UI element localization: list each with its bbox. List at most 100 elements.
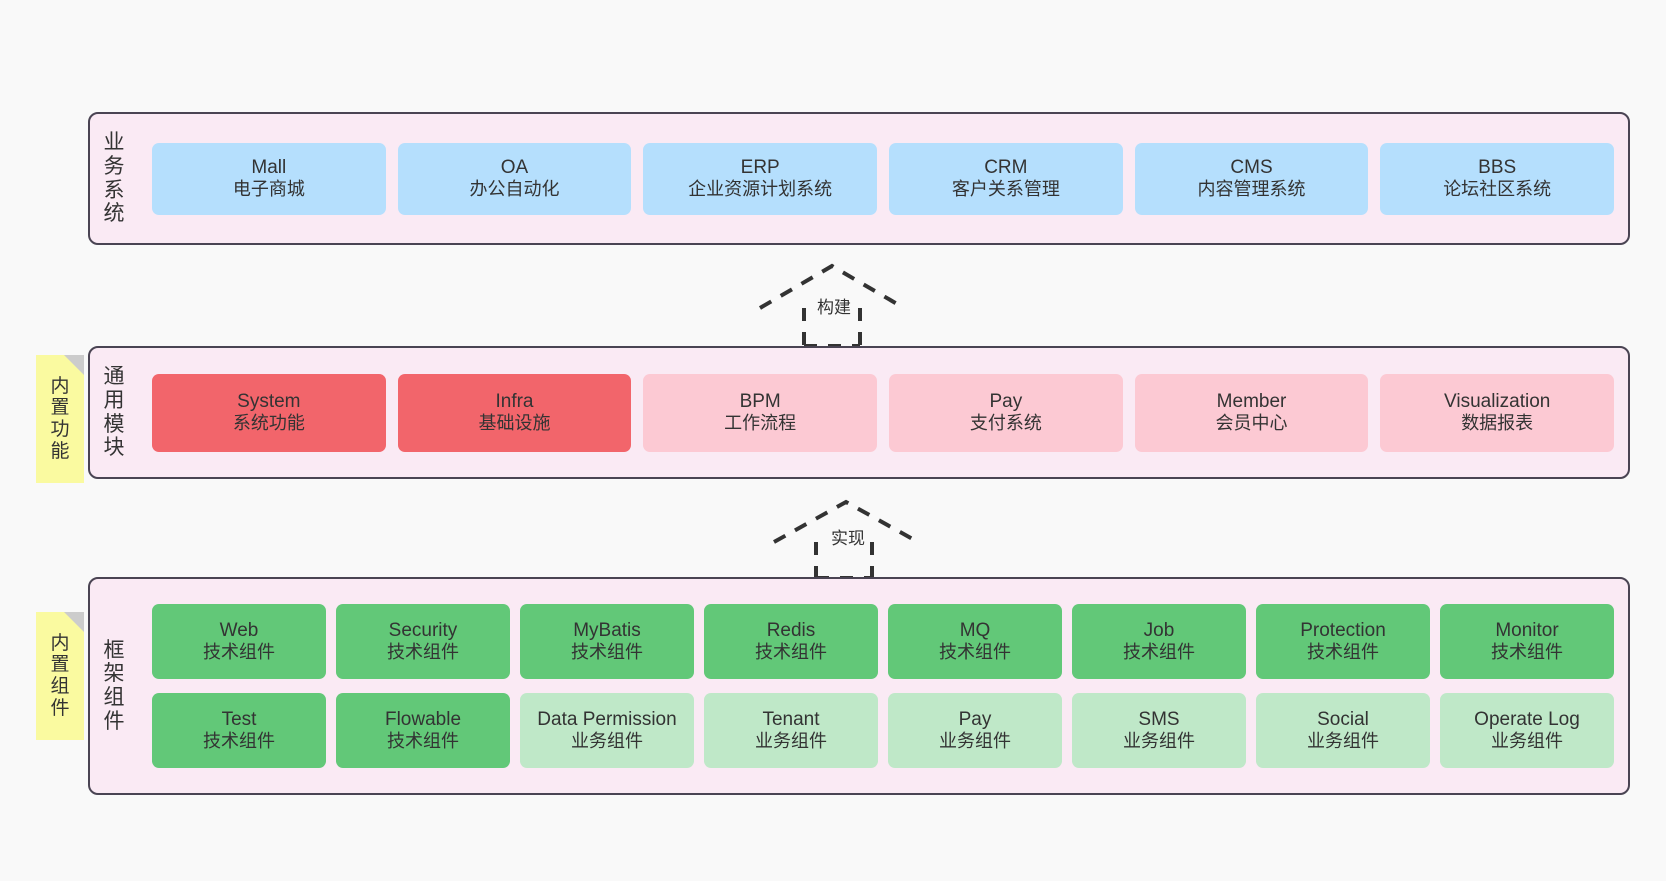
note-builtin-function: 内置功能 bbox=[36, 355, 84, 483]
card-tenant[interactable]: Tenant 业务组件 bbox=[704, 693, 878, 768]
card-cms-cn: 内容管理系统 bbox=[1197, 179, 1306, 200]
card-sms-cn: 业务组件 bbox=[1123, 731, 1195, 752]
card-social-cn: 业务组件 bbox=[1307, 731, 1379, 752]
card-mall[interactable]: Mall 电子商城 bbox=[152, 142, 386, 215]
card-job-cn: 技术组件 bbox=[1123, 642, 1195, 663]
card-protection[interactable]: Protection 技术组件 bbox=[1256, 604, 1430, 679]
card-redis[interactable]: Redis 技术组件 bbox=[704, 604, 878, 679]
card-erp-cn: 企业资源计划系统 bbox=[688, 179, 833, 200]
card-web[interactable]: Web 技术组件 bbox=[152, 604, 326, 679]
card-cms[interactable]: CMS 内容管理系统 bbox=[1134, 142, 1369, 215]
card-test-en: Test bbox=[221, 708, 257, 730]
card-infra[interactable]: Infra 基础设施 bbox=[397, 373, 632, 452]
card-system[interactable]: System 系统功能 bbox=[152, 373, 386, 452]
card-bbs-en: BBS bbox=[1478, 156, 1517, 178]
card-system-en: System bbox=[237, 390, 301, 412]
card-bbs[interactable]: BBS 论坛社区系统 bbox=[1380, 142, 1615, 215]
layer-common-module: 通用模块 System 系统功能 Infra 基础设施 BPM 工作流程 Pay… bbox=[88, 346, 1630, 479]
layer-title-framework-text: 框架组件 bbox=[103, 638, 125, 733]
card-tenant-en: Tenant bbox=[762, 708, 820, 730]
layer-title-business: 业务系统 bbox=[90, 114, 138, 243]
card-pay-component[interactable]: Pay 业务组件 bbox=[888, 693, 1062, 768]
card-flowable-en: Flowable bbox=[384, 708, 462, 730]
card-mall-cn: 电子商城 bbox=[232, 179, 305, 200]
card-social[interactable]: Social 业务组件 bbox=[1256, 693, 1430, 768]
note-builtin-component: 内置组件 bbox=[36, 612, 84, 740]
note-fold-corner-icon bbox=[64, 355, 84, 375]
card-data-permission-en: Data Permission bbox=[537, 708, 677, 730]
card-crm-cn: 客户关系管理 bbox=[951, 179, 1060, 200]
card-mybatis[interactable]: MyBatis 技术组件 bbox=[520, 604, 694, 679]
card-mq-en: MQ bbox=[959, 619, 991, 641]
note-fold-corner-icon bbox=[64, 612, 84, 632]
card-operate-log[interactable]: Operate Log 业务组件 bbox=[1440, 693, 1614, 768]
framework-row-business: Test 技术组件 Flowable 技术组件 Data Permission … bbox=[152, 693, 1614, 768]
card-redis-cn: 技术组件 bbox=[755, 642, 827, 663]
card-bpm[interactable]: BPM 工作流程 bbox=[643, 373, 878, 452]
card-monitor[interactable]: Monitor 技术组件 bbox=[1440, 604, 1614, 679]
layer-title-common-text: 通用模块 bbox=[103, 365, 125, 460]
card-security[interactable]: Security 技术组件 bbox=[336, 604, 510, 679]
card-protection-cn: 技术组件 bbox=[1307, 642, 1379, 663]
card-pay-module-en: Pay bbox=[989, 390, 1023, 412]
card-member[interactable]: Member 会员中心 bbox=[1134, 373, 1369, 452]
card-pay-component-cn: 业务组件 bbox=[939, 731, 1011, 752]
card-oa-cn: 办公自动化 bbox=[469, 179, 560, 200]
card-web-en: Web bbox=[219, 619, 259, 641]
card-mall-en: Mall bbox=[251, 156, 287, 178]
card-oa-en: OA bbox=[500, 156, 529, 178]
card-mq-cn: 技术组件 bbox=[939, 642, 1011, 663]
card-test[interactable]: Test 技术组件 bbox=[152, 693, 326, 768]
card-erp[interactable]: ERP 企业资源计划系统 bbox=[643, 142, 878, 215]
note-builtin-component-text: 内置组件 bbox=[50, 632, 70, 719]
layer-body-framework: Web 技术组件 Security 技术组件 MyBatis 技术组件 Redi… bbox=[138, 579, 1628, 793]
card-bpm-en: BPM bbox=[739, 390, 781, 412]
card-monitor-cn: 技术组件 bbox=[1491, 642, 1563, 663]
card-visualization-en: Visualization bbox=[1444, 390, 1551, 412]
layer-title-framework: 框架组件 bbox=[90, 579, 138, 793]
connector-implement-label: 实现 bbox=[831, 529, 865, 548]
card-sms-en: SMS bbox=[1138, 708, 1180, 730]
card-crm[interactable]: CRM 客户关系管理 bbox=[889, 142, 1123, 215]
card-visualization-cn: 数据报表 bbox=[1461, 413, 1534, 434]
card-security-en: Security bbox=[388, 619, 458, 641]
card-mq[interactable]: MQ 技术组件 bbox=[888, 604, 1062, 679]
card-visualization[interactable]: Visualization 数据报表 bbox=[1380, 373, 1615, 452]
card-social-en: Social bbox=[1317, 708, 1369, 730]
card-flowable[interactable]: Flowable 技术组件 bbox=[336, 693, 510, 768]
card-web-cn: 技术组件 bbox=[203, 642, 275, 663]
card-member-cn: 会员中心 bbox=[1215, 413, 1288, 434]
card-mybatis-en: MyBatis bbox=[573, 619, 641, 641]
card-data-permission[interactable]: Data Permission 业务组件 bbox=[520, 693, 694, 768]
card-infra-en: Infra bbox=[495, 390, 534, 412]
card-bpm-cn: 工作流程 bbox=[724, 413, 797, 434]
layer-title-common: 通用模块 bbox=[90, 348, 138, 477]
card-data-permission-cn: 业务组件 bbox=[571, 731, 643, 752]
card-operate-log-en: Operate Log bbox=[1474, 708, 1580, 730]
card-erp-en: ERP bbox=[740, 156, 780, 178]
card-member-en: Member bbox=[1216, 390, 1287, 412]
card-pay-component-en: Pay bbox=[958, 708, 992, 730]
card-cms-en: CMS bbox=[1230, 156, 1273, 178]
layer-business-system: 业务系统 Mall 电子商城 OA 办公自动化 ERP 企业资源计划系统 CRM… bbox=[88, 112, 1630, 245]
card-pay-module[interactable]: Pay 支付系统 bbox=[889, 373, 1123, 452]
card-security-cn: 技术组件 bbox=[387, 642, 459, 663]
card-tenant-cn: 业务组件 bbox=[755, 731, 827, 752]
card-job-en: Job bbox=[1143, 619, 1175, 641]
layer-body-business: Mall 电子商城 OA 办公自动化 ERP 企业资源计划系统 CRM 客户关系… bbox=[138, 114, 1628, 243]
card-oa[interactable]: OA 办公自动化 bbox=[397, 142, 632, 215]
card-mybatis-cn: 技术组件 bbox=[571, 642, 643, 663]
connector-build-label: 构建 bbox=[817, 298, 851, 317]
card-pay-module-cn: 支付系统 bbox=[969, 413, 1042, 434]
card-operate-log-cn: 业务组件 bbox=[1491, 731, 1563, 752]
card-bbs-cn: 论坛社区系统 bbox=[1443, 179, 1552, 200]
card-protection-en: Protection bbox=[1300, 619, 1386, 641]
card-sms[interactable]: SMS 业务组件 bbox=[1072, 693, 1246, 768]
framework-row-tech: Web 技术组件 Security 技术组件 MyBatis 技术组件 Redi… bbox=[152, 604, 1614, 679]
note-builtin-function-text: 内置功能 bbox=[50, 375, 70, 462]
layer-title-business-text: 业务系统 bbox=[103, 131, 125, 226]
card-redis-en: Redis bbox=[766, 619, 816, 641]
card-job[interactable]: Job 技术组件 bbox=[1072, 604, 1246, 679]
card-flowable-cn: 技术组件 bbox=[387, 731, 459, 752]
card-monitor-en: Monitor bbox=[1495, 619, 1559, 641]
